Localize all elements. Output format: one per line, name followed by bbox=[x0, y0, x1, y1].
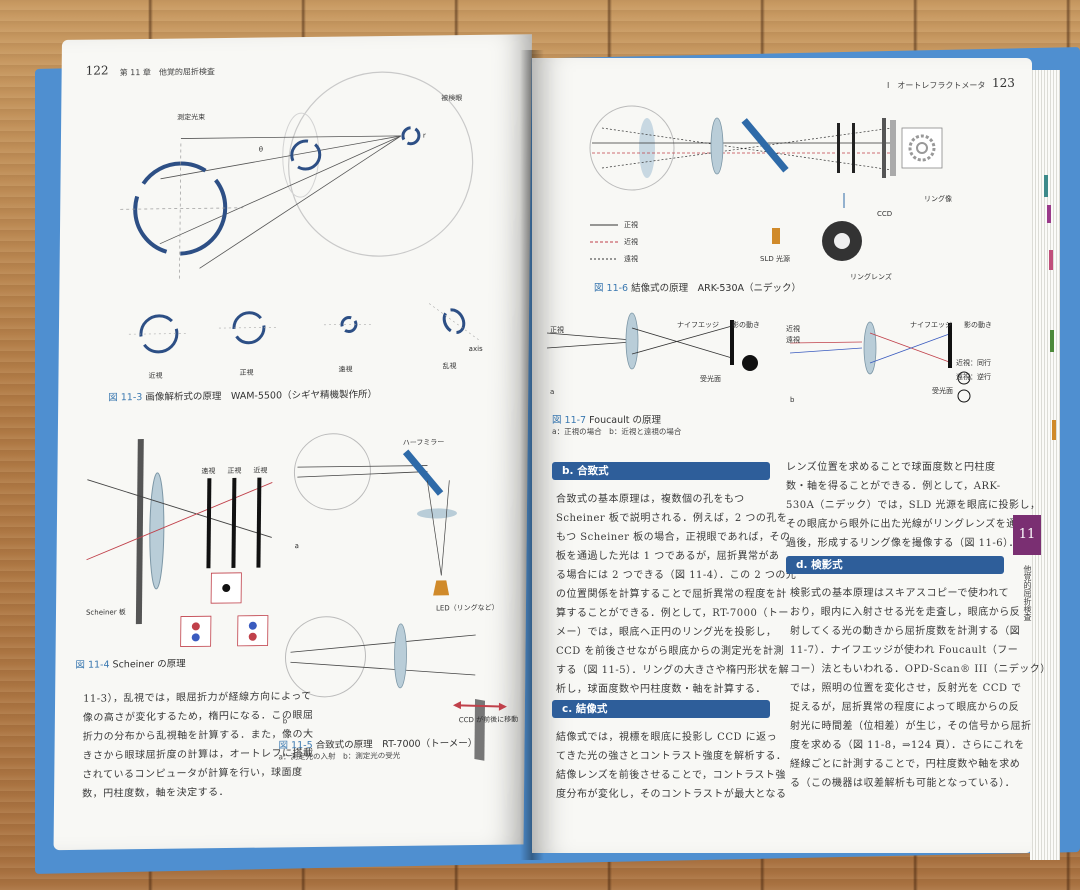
body-line: 数，円柱度数，軸を決定する． bbox=[82, 786, 230, 800]
label-a: a bbox=[550, 388, 555, 396]
body-line: されているコンピュータが計算を行い，球面度 bbox=[82, 767, 303, 781]
body-line: 算することができる．例として，RT-7000（トー bbox=[556, 608, 789, 619]
right-page: I オートレフラクトメータ 123 正視 近視 遠視 SLD 光源 リングレンズ… bbox=[532, 58, 1050, 853]
label-led: LED（リングなど） bbox=[435, 603, 499, 613]
label-ccd: CCD bbox=[877, 210, 893, 218]
body-line: 数・軸を得ることができる．例として，ARK- bbox=[786, 481, 1001, 492]
label-emmetropia: 正視 bbox=[550, 326, 564, 334]
label-a: a bbox=[294, 542, 299, 551]
caption-text: Foucault の原理 bbox=[589, 415, 662, 426]
figure-11-7-caption: 図 11-7 Foucault の原理 bbox=[552, 412, 661, 426]
body-line: る場合には 2 つできる（図 11-4）．この 2 つの光 bbox=[556, 570, 797, 581]
body-line: きさから眼球屈折度の計算は，オートレフに搭載 bbox=[82, 747, 314, 762]
body-line: る（この機器は収差解析も可能となっている）． bbox=[790, 778, 1016, 789]
body-line: 結像レンズを前後させることで，コントラスト強 bbox=[556, 770, 786, 781]
figure-11-7-subcaption: a：正視の場合 b：近視と遠視の場合 bbox=[552, 427, 682, 436]
body-line: 射光に時間差（位相差）が生じ，その信号から屈折 bbox=[790, 721, 1032, 732]
body-line: 射してくる光の動きから屈折度数を計測する（図 bbox=[790, 626, 1021, 637]
body-line: 530A（ニデック）では，SLD 光源を眼底に投影し， bbox=[786, 500, 1041, 511]
legend-emmetropia: 正視 bbox=[624, 221, 638, 229]
label-sld-source: SLD 光源 bbox=[760, 255, 790, 263]
body-line: コー）法ともいわれる．OPD-Scan® III（ニデック） bbox=[790, 664, 1051, 675]
figure-11-7-diagram bbox=[546, 312, 971, 403]
section-d-heading: d. 検影式 bbox=[786, 556, 1004, 574]
body-line: その眼底から眼外に出た光線がリングレンズを通 bbox=[786, 519, 1017, 530]
chapter-thumb-label: 他覚的屈折検査 bbox=[1023, 565, 1032, 621]
body-line: 折力の分布から乱視軸を計算する．また，像の大 bbox=[82, 728, 314, 743]
body-line: 11-7）．ナイフエッジが使われ Foucault（フー bbox=[790, 645, 1019, 656]
body-line: 合致式の基本原理は，複数個の孔をもつ bbox=[556, 494, 745, 505]
left-page: 122 第 11 章 他覚的屈折検査 測定光束 被検眼 θ r 近視 正視 遠視… bbox=[53, 34, 532, 851]
body-line: の位置関係を計算することで屈折異常の程度を計 bbox=[556, 589, 787, 600]
body-line: 度分布が変化し，そのコントラストが最大となる bbox=[556, 789, 787, 800]
label-ccd-moves: CCD が前後に移動 bbox=[458, 715, 519, 725]
eyeball-outline bbox=[288, 71, 474, 257]
body-line: CCD を前後させながら眼底からの測定光を計測 bbox=[556, 646, 784, 657]
chapter-thumb-index: 11 bbox=[1013, 515, 1041, 555]
body-line: 板を通過した光は 1 つであるが，屈折異常があ bbox=[556, 551, 780, 562]
body-line: 過後，形成するリング像を撮像する（図 11-6）． bbox=[786, 538, 1020, 549]
body-line: Scheiner 板で説明される．例えば，2 つの孔を bbox=[556, 513, 788, 524]
label-hyperopia: 遠視 bbox=[786, 336, 800, 344]
label-knife-edge-b: ナイフエッジ bbox=[910, 321, 952, 329]
figure-11-4-scheiner-diagram bbox=[86, 439, 273, 647]
body-line: 析し，球面度数や円柱度数・軸を計算する． bbox=[556, 684, 766, 695]
legend-hyperopia: 遠視 bbox=[624, 255, 638, 263]
body-line: 経線ごとに計測することで，円柱度数や軸を求め bbox=[790, 759, 1021, 770]
body-line: 11-3），乱視では，眼屈折力が経線方向によって bbox=[83, 690, 312, 705]
index-tab bbox=[1052, 420, 1056, 440]
body-line: 捉えるが，屈折異常の程度によって眼底からの反 bbox=[790, 702, 1020, 713]
body-line: 像の高さが変化するため，楕円になる．この眼屈 bbox=[82, 709, 314, 724]
label-against-motion: 遠視：逆行 bbox=[956, 373, 991, 381]
body-line: おり，眼内に入射させる光を走査し，眼底から反 bbox=[790, 607, 1021, 618]
section-b-heading: b. 合致式 bbox=[552, 462, 770, 480]
label-receiver-a: 受光面 bbox=[700, 375, 721, 383]
body-line: レンズ位置を求めることで球面度数と円柱度 bbox=[786, 462, 996, 473]
label-knife-edge-a: ナイフエッジ bbox=[677, 321, 719, 329]
label-ring-lens: リングレンズ bbox=[850, 273, 892, 281]
body-line: もつ Scheiner 板の場合，正視眼であれば，その bbox=[556, 532, 791, 543]
body-line: てきた光の強さとコントラスト強度を解析する． bbox=[556, 751, 787, 762]
label-myopia: 近視 bbox=[786, 325, 800, 333]
label-half-mirror: ハーフミラー bbox=[402, 438, 445, 447]
label-receiver-b: 受光面 bbox=[932, 387, 953, 395]
caption-number: 図 11-7 bbox=[552, 415, 587, 426]
section-c-heading: c. 結像式 bbox=[552, 700, 770, 718]
body-line: 度を求める（図 11-8，⇒124 頁）．さらにこれを bbox=[790, 740, 1025, 751]
body-line: 結像式では，視標を眼底に投影し CCD に返っ bbox=[556, 732, 778, 743]
figure-11-6-diagram bbox=[589, 105, 943, 261]
index-tab bbox=[1044, 175, 1048, 197]
index-tab bbox=[1050, 330, 1054, 352]
index-tab bbox=[1047, 205, 1051, 223]
caption-text: 結像式の原理 ARK-530A（ニデック） bbox=[631, 283, 802, 294]
figure-11-5-diagram bbox=[284, 433, 507, 761]
label-ring-image: リング像 bbox=[924, 195, 952, 203]
label-with-motion: 近視：同行 bbox=[956, 359, 991, 367]
section-header: I オートレフラクトメータ bbox=[887, 81, 986, 90]
figure-11-3-eye-diagram bbox=[120, 71, 479, 354]
label-shadow-a: 影の動き bbox=[732, 321, 760, 329]
page-edges bbox=[1030, 70, 1060, 860]
body-line: では，照明の位置を変化させ，反射光を CCD で bbox=[790, 683, 1022, 694]
body-line: する（図 11-5）．リングの大きさや楕円形状を解 bbox=[556, 665, 790, 676]
caption-number: 図 11-6 bbox=[594, 283, 629, 294]
page-number: 123 bbox=[992, 76, 1015, 90]
index-tab bbox=[1049, 250, 1053, 270]
body-line: 検影式の基本原理はスキアスコピーで使われて bbox=[790, 588, 1010, 599]
label-shadow-b: 影の動き bbox=[964, 321, 992, 329]
body-line: メー）では，眼底へ正円のリング光を投影し， bbox=[556, 627, 777, 638]
figure-11-6-caption: 図 11-6 結像式の原理 ARK-530A（ニデック） bbox=[594, 280, 801, 294]
label-b: b bbox=[790, 396, 795, 404]
legend-myopia: 近視 bbox=[624, 238, 638, 246]
